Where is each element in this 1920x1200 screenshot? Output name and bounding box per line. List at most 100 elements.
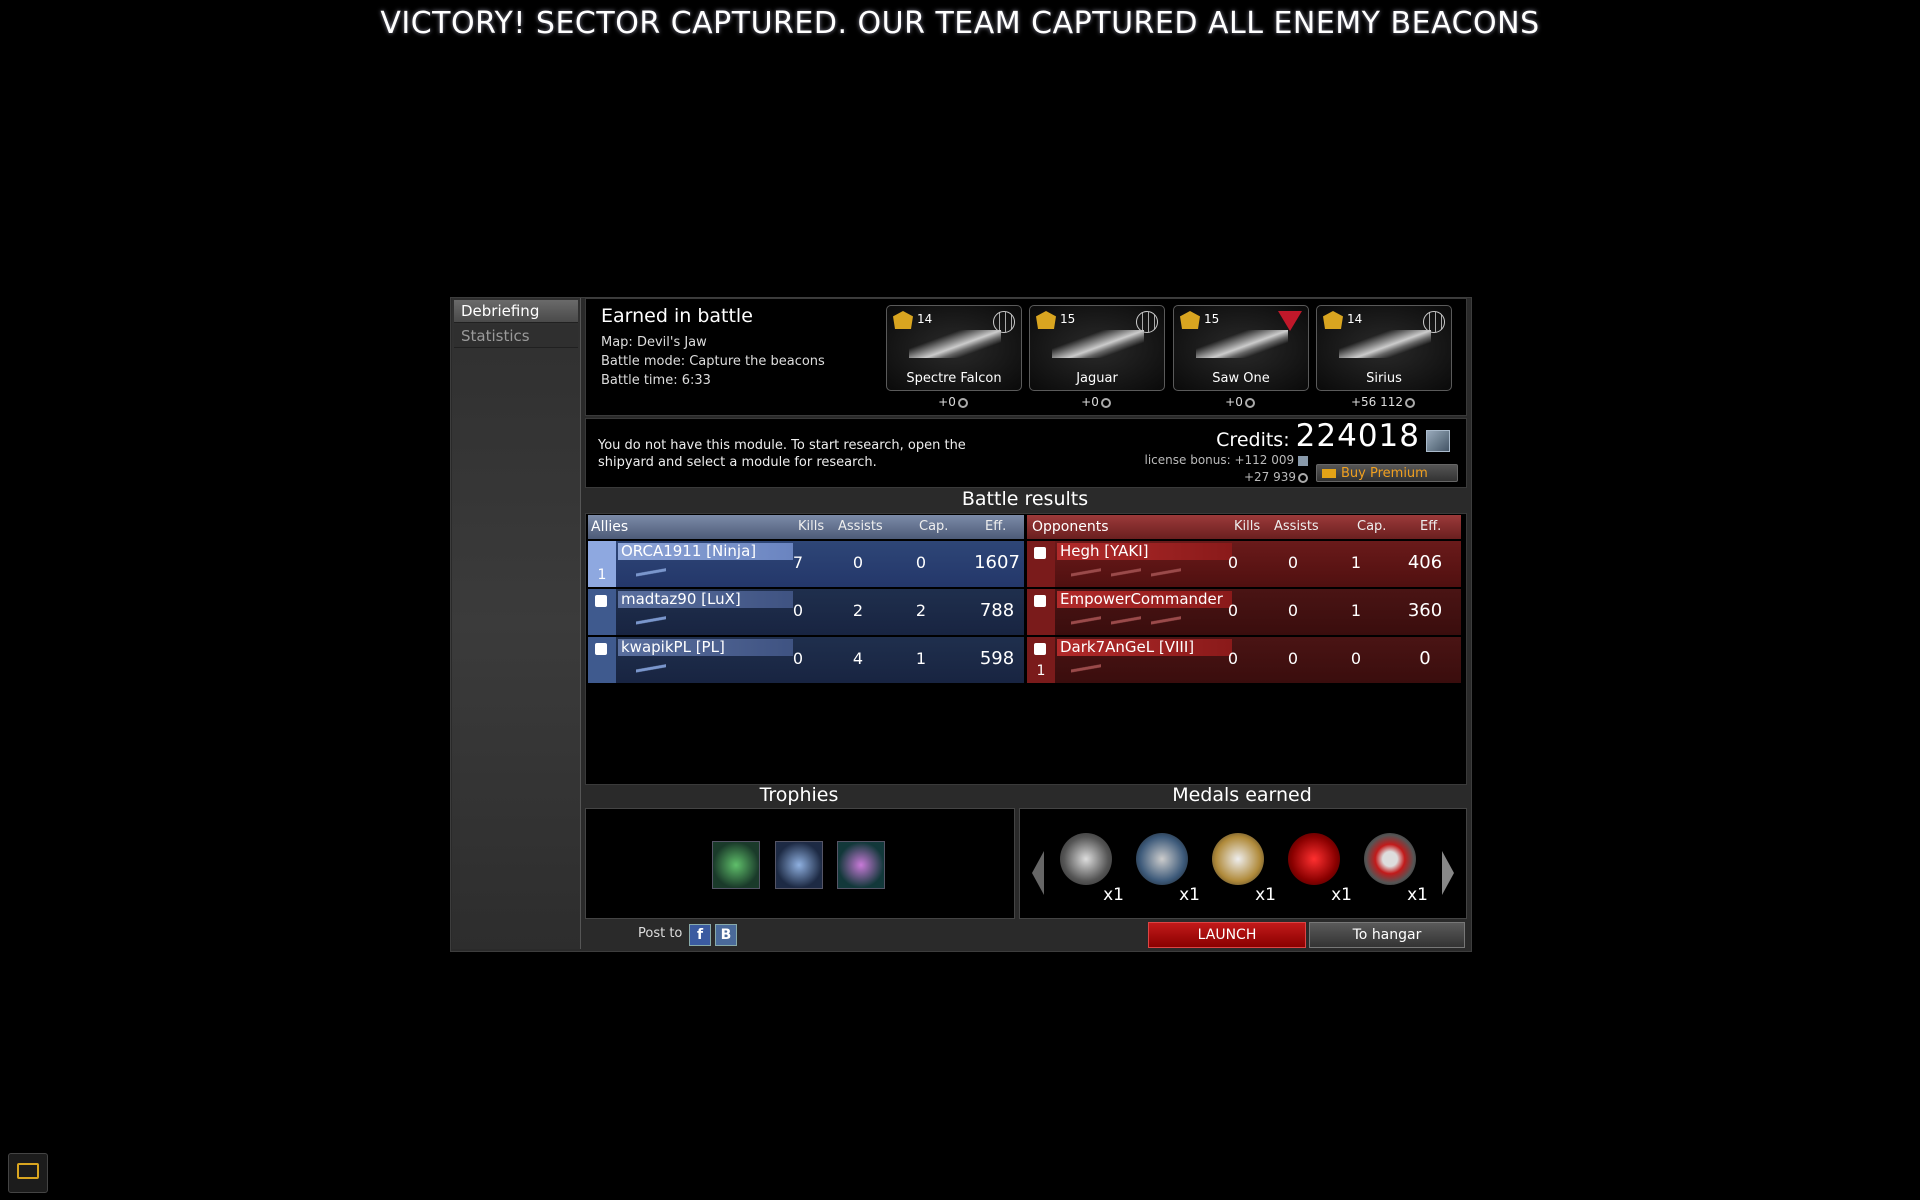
rank-slot: [1027, 541, 1055, 587]
allies-header: Allies Kills Assists Cap. Eff.: [588, 515, 1024, 539]
chat-button[interactable]: [8, 1153, 48, 1193]
rank-slot: 1: [588, 541, 616, 587]
blood-drop-medal-icon[interactable]: x1: [1282, 829, 1352, 905]
extra-bonus-value: +27 939: [1243, 470, 1296, 484]
gear-icon: [1100, 397, 1111, 408]
rank-slot: 1: [1027, 637, 1055, 683]
medals-next-arrow-icon[interactable]: [1442, 851, 1454, 895]
medal-count: x1: [1255, 885, 1276, 905]
eye-medal-icon[interactable]: x1: [1358, 829, 1428, 905]
player-name: kwapikPL [PL]: [618, 639, 793, 656]
assists: 0: [1287, 649, 1299, 668]
trophies-box: [585, 808, 1015, 919]
assists: 4: [852, 649, 864, 668]
ship-image: [1339, 330, 1431, 358]
assists: 0: [1287, 553, 1299, 572]
ship-mini-icon: [1111, 567, 1141, 577]
thumbs-up-icon: [595, 643, 607, 655]
facebook-share-icon[interactable]: f: [689, 924, 711, 946]
skull-star-medal-icon[interactable]: x1: [1054, 829, 1124, 905]
ally-row[interactable]: madtaz90 [LuX] 0 2 2 788: [588, 589, 1024, 635]
thumbs-up-icon: [595, 595, 607, 607]
ship-image: [1196, 330, 1288, 358]
sidebar-item-debriefing[interactable]: Debriefing: [454, 300, 578, 323]
vk-share-icon[interactable]: B: [715, 924, 737, 946]
purple-core-trophy-icon[interactable]: [837, 841, 885, 889]
cap: 0: [915, 553, 927, 572]
player-name: Dark7AnGeL [VIII]: [1057, 639, 1232, 656]
faction-icon: [1278, 311, 1302, 331]
license-bonus: license bonus: +112 009: [1145, 453, 1308, 467]
opponent-row[interactable]: 1 Dark7AnGeL [VIII] 0 0 0 0: [1027, 637, 1461, 683]
ship-mini-icon: [1151, 567, 1181, 577]
ship-card-spectre-falcon[interactable]: 14 Spectre Falcon: [886, 305, 1022, 391]
ally-row[interactable]: 1 ORCA1911 [Ninja] 7 0 0 1607: [588, 541, 1024, 587]
rank-icon: [1036, 311, 1056, 329]
ship-name: Spectre Falcon: [906, 371, 1002, 386]
medals-prev-arrow-icon[interactable]: [1032, 851, 1044, 895]
skull-wings-medal-icon[interactable]: x1: [1206, 829, 1276, 905]
opponents-header: Opponents Kills Assists Cap. Eff.: [1027, 515, 1461, 539]
player-name: Hegh [YAKI]: [1057, 543, 1232, 560]
launch-button[interactable]: LAUNCH: [1148, 922, 1306, 948]
player-name: EmpowerCommander: [1057, 591, 1232, 608]
bonus-value: +0: [1081, 395, 1099, 409]
ship-mini-icon: [1071, 567, 1101, 577]
credits-label: Credits:: [1216, 429, 1290, 451]
premium-icon: [1322, 469, 1336, 478]
to-hangar-button[interactable]: To hangar: [1309, 922, 1465, 948]
ship-level: 15: [1060, 312, 1076, 326]
sidebar-item-statistics[interactable]: Statistics: [454, 325, 578, 348]
extra-bonus: +27 939: [1244, 470, 1308, 484]
ship-card-sirius[interactable]: 14 Sirius: [1316, 305, 1452, 391]
medals-title: Medals earned: [1172, 784, 1312, 806]
rank-number: 1: [1036, 663, 1046, 679]
ship-mini-icon: [1111, 615, 1141, 625]
gear-icon: [1298, 472, 1308, 483]
ship-bonus: +0: [886, 395, 1020, 409]
ship-mini-icon: [1151, 615, 1181, 625]
buy-premium-button[interactable]: Buy Premium: [1316, 464, 1458, 482]
module-message: You do not have this module. To start re…: [598, 438, 966, 470]
gear-icon: [1244, 397, 1255, 408]
ship-name: Jaguar: [1076, 371, 1118, 386]
post-to-label: Post to: [638, 926, 683, 941]
col-assists: Assists: [1274, 519, 1319, 534]
kills: 7: [792, 553, 804, 572]
eff: 1607: [974, 552, 1020, 573]
kills: 0: [1227, 553, 1239, 572]
skull-cross-medal-icon[interactable]: x1: [1130, 829, 1200, 905]
player-name: madtaz90 [LuX]: [618, 591, 793, 608]
allies-label: Allies: [591, 519, 629, 535]
col-kills: Kills: [798, 519, 825, 534]
opponent-row[interactable]: Hegh [YAKI] 0 0 1 406: [1027, 541, 1461, 587]
rank-slot: [588, 589, 616, 635]
rank-icon: [1323, 311, 1343, 329]
credits-icon: [1298, 455, 1308, 466]
victory-banner: VICTORY! SECTOR CAPTURED. OUR TEAM CAPTU…: [380, 6, 1540, 41]
medal-disc: [1060, 833, 1112, 885]
ship-card-jaguar[interactable]: 15 Jaguar: [1029, 305, 1165, 391]
col-eff: Eff.: [1420, 519, 1442, 534]
globe-icon: [993, 311, 1015, 333]
ship-card-saw-one[interactable]: 15 Saw One: [1173, 305, 1309, 391]
earned-title: Earned in battle: [601, 305, 753, 327]
cap: 0: [1350, 649, 1362, 668]
eff: 360: [1407, 600, 1443, 621]
opponents-label: Opponents: [1032, 519, 1109, 535]
col-cap: Cap.: [919, 519, 949, 534]
thumbs-up-icon: [1034, 595, 1046, 607]
kills: 0: [792, 649, 804, 668]
medal-count: x1: [1407, 885, 1428, 905]
cube-trophy-icon[interactable]: [775, 841, 823, 889]
ally-row[interactable]: kwapikPL [PL] 0 4 1 598: [588, 637, 1024, 683]
ship-name: Sirius: [1366, 371, 1402, 386]
opponent-row[interactable]: EmpowerCommander 0 0 1 360: [1027, 589, 1461, 635]
medals-box: x1 x1 x1 x1 x1: [1019, 808, 1467, 919]
cap: 2: [915, 601, 927, 620]
crystal-trophy-icon[interactable]: [712, 841, 760, 889]
medal-disc: [1212, 833, 1264, 885]
col-cap: Cap.: [1357, 519, 1387, 534]
medal-count: x1: [1179, 885, 1200, 905]
thumbs-up-icon: [1034, 547, 1046, 559]
